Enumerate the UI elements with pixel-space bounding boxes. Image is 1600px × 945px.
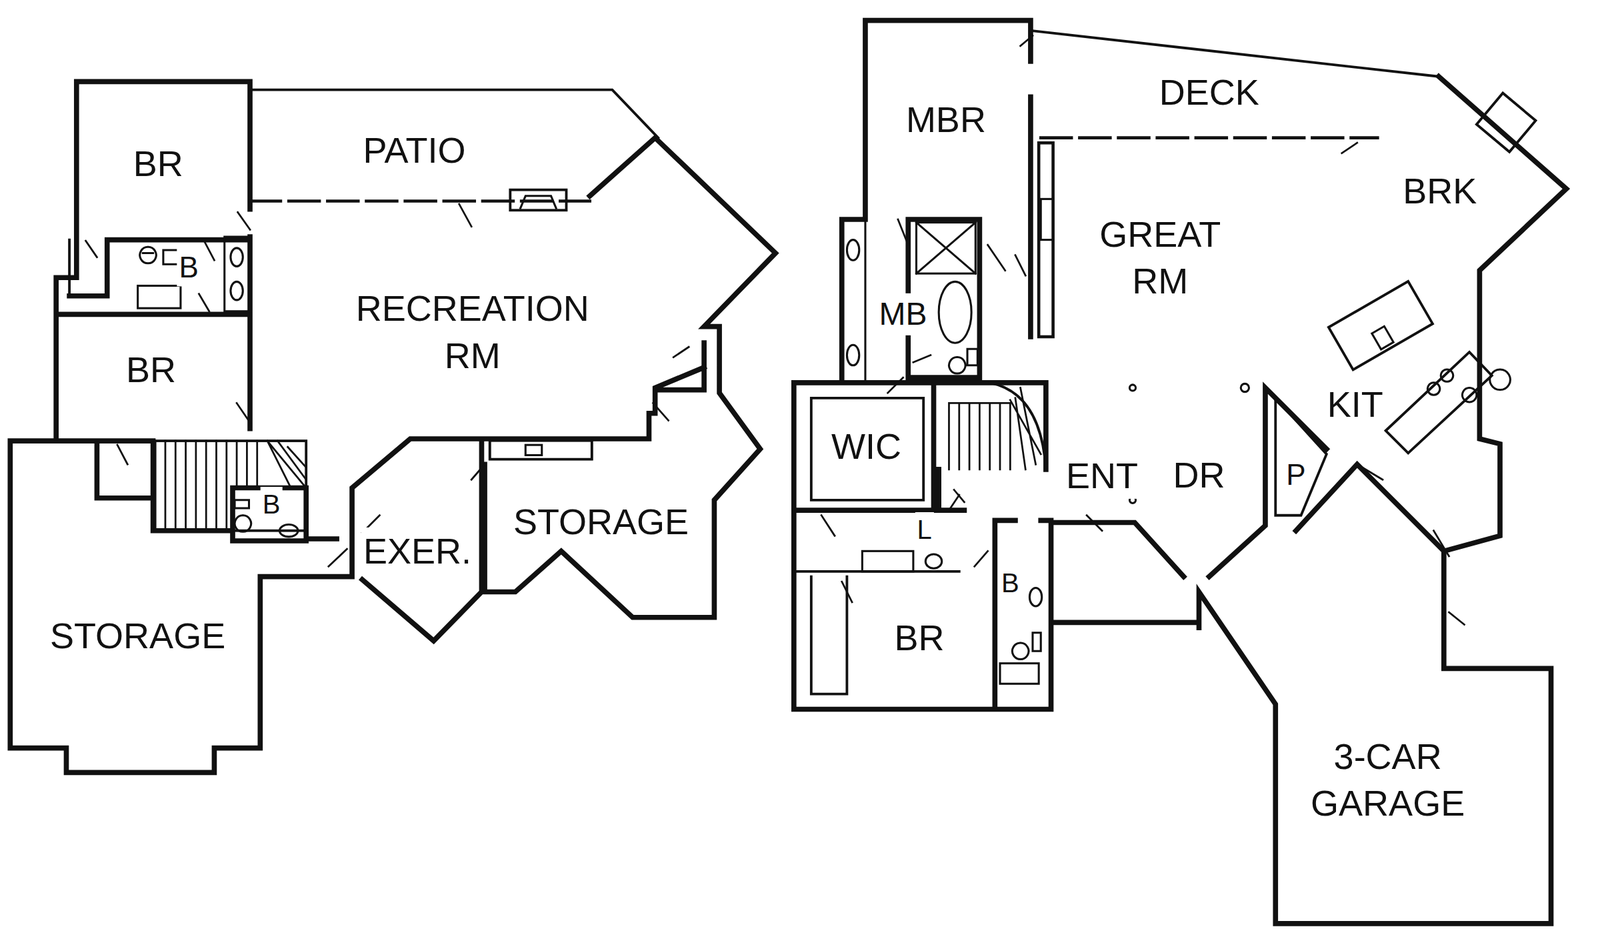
room-label: MB (877, 293, 930, 335)
toilet (949, 348, 978, 374)
fireplace (1476, 93, 1536, 152)
room-label: MBR (904, 96, 988, 143)
window-wall (250, 199, 590, 203)
wall (794, 20, 1567, 924)
room-label: BR (892, 614, 947, 661)
sink (846, 344, 859, 366)
room-label: WIC (829, 422, 904, 470)
counter (490, 440, 592, 460)
room-label: BRK (1400, 167, 1479, 214)
thin-wall (794, 30, 1439, 694)
kitchen-island (1328, 281, 1433, 370)
sink (230, 281, 243, 300)
room-label: BR (131, 140, 186, 187)
appliance (1427, 369, 1510, 402)
column (1240, 383, 1249, 392)
room-label: B (176, 248, 200, 286)
sink (230, 248, 243, 267)
room-label: BR (124, 346, 178, 393)
sink (1029, 587, 1042, 606)
door-swing (821, 36, 1464, 625)
room-label: 3-CAR GARAGE (1299, 732, 1477, 826)
room-label: L (915, 512, 934, 547)
stair (990, 382, 1046, 470)
bathtub (138, 285, 181, 308)
shower-x (916, 222, 976, 274)
fireplace (510, 190, 566, 211)
sink (846, 240, 859, 261)
room-label: PATIO (360, 126, 468, 174)
room-label: RECREATION RM (330, 284, 615, 378)
room-label: STORAGE (511, 498, 691, 545)
stair (155, 440, 307, 531)
room-label: EXER. (361, 527, 474, 574)
fireplace-detail (520, 196, 557, 208)
room-label: ENT (1064, 452, 1140, 499)
window-wall (1040, 136, 1378, 140)
stair-treads (948, 387, 1041, 469)
sink (525, 444, 542, 455)
wall (10, 81, 776, 772)
room-label: DECK (1157, 68, 1262, 116)
sink (1372, 326, 1394, 350)
sink (925, 554, 942, 568)
toilet (1012, 632, 1041, 660)
fireplace (1040, 198, 1053, 240)
shower (916, 222, 976, 274)
room-label: B (999, 565, 1022, 600)
room-label: P (1284, 455, 1308, 494)
room-label: KIT (1325, 380, 1386, 428)
vanity (224, 236, 250, 312)
room-label: STORAGE (48, 612, 228, 659)
room-label: GREAT RM (1081, 210, 1239, 304)
laundry (862, 550, 914, 572)
counter (1386, 352, 1492, 453)
column (1129, 384, 1136, 391)
fireplace (1038, 142, 1053, 337)
room-label: DR (1170, 450, 1227, 498)
thin-wall (56, 90, 658, 460)
stair-treads (165, 440, 306, 531)
room-label: B (260, 486, 283, 522)
toilet (234, 500, 252, 532)
bathtub (938, 281, 972, 343)
bathtub (1000, 663, 1039, 684)
vanity (842, 219, 866, 383)
